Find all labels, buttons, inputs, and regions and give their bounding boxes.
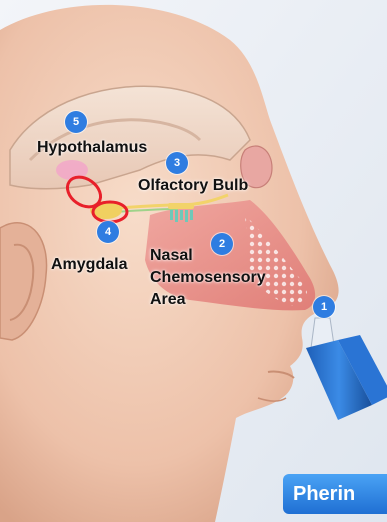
brand-text: Pherin — [293, 483, 355, 506]
label-chemosensory: Chemosensory — [150, 268, 266, 287]
badge-4: 4 — [97, 221, 119, 243]
olfactory-receptors — [168, 203, 194, 222]
label-amygdala: Amygdala — [51, 255, 127, 274]
label-olfactory-bulb: Olfactory Bulb — [138, 176, 248, 195]
label-nasal: Nasal — [150, 246, 193, 265]
badge-3: 3 — [166, 152, 188, 174]
badge-1: 1 — [313, 296, 335, 318]
label-area: Area — [150, 290, 186, 309]
badge-2: 2 — [211, 233, 233, 255]
label-hypothalamus: Hypothalamus — [37, 138, 147, 157]
badge-5: 5 — [65, 111, 87, 133]
brand-tab: Pherin — [283, 474, 387, 514]
